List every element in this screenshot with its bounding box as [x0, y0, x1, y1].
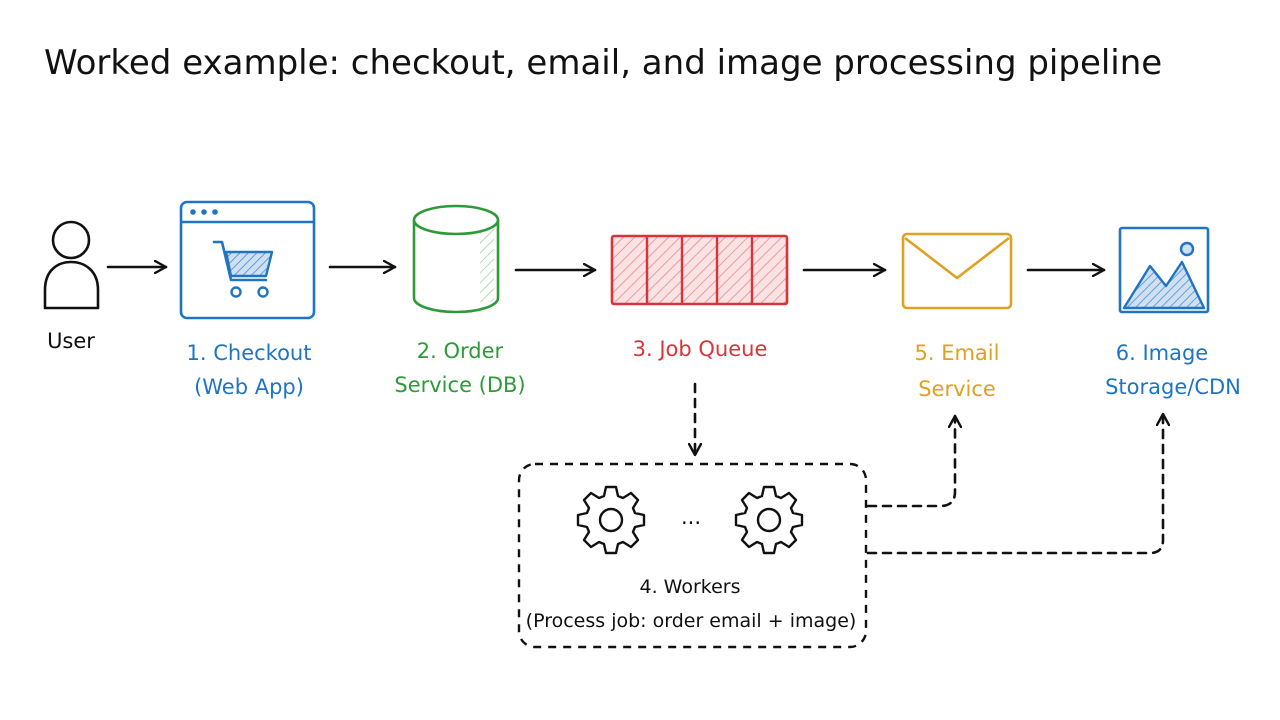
workers-node: ... 4. Workers (Process job: order email…: [517, 462, 868, 649]
workers-ellipsis: ...: [681, 505, 701, 529]
database-cylinder-icon: [412, 204, 500, 314]
browser-cart-icon: [179, 200, 316, 320]
checkout-label-line1: 1. Checkout: [187, 341, 312, 365]
order-label-line2: Service (DB): [394, 373, 525, 397]
queue-node: 3. Job Queue: [610, 234, 789, 361]
order-label-line1: 2. Order: [417, 339, 504, 363]
checkout-label-line2: (Web App): [194, 375, 304, 399]
image-label-line1: 6. Image: [1116, 341, 1208, 365]
page-title: Worked example: checkout, email, and ima…: [44, 43, 1162, 83]
workers-label-line1: 4. Workers: [639, 576, 740, 598]
user-icon: [43, 220, 100, 310]
image-node: 6. Image Storage/CDN: [1105, 226, 1241, 399]
image-icon: [1118, 226, 1210, 314]
order-node: 2. Order Service (DB): [394, 204, 526, 397]
checkout-node: 1. Checkout (Web App): [179, 200, 316, 399]
email-label-line2: Service: [918, 377, 996, 401]
arrow-workers-to-image: [866, 412, 1163, 555]
email-node: 5. Email Service: [901, 232, 1013, 401]
image-label-line2: Storage/CDN: [1105, 375, 1241, 399]
arrow-workers-to-email: [866, 414, 955, 508]
queue-icon: [610, 234, 789, 306]
envelope-icon: [901, 232, 1013, 310]
workers-label-line2: (Process job: order email + image): [526, 610, 857, 632]
queue-label: 3. Job Queue: [633, 337, 768, 361]
user-node: User: [43, 220, 100, 353]
user-label: User: [47, 329, 95, 353]
email-label-line1: 5. Email: [915, 341, 1000, 365]
